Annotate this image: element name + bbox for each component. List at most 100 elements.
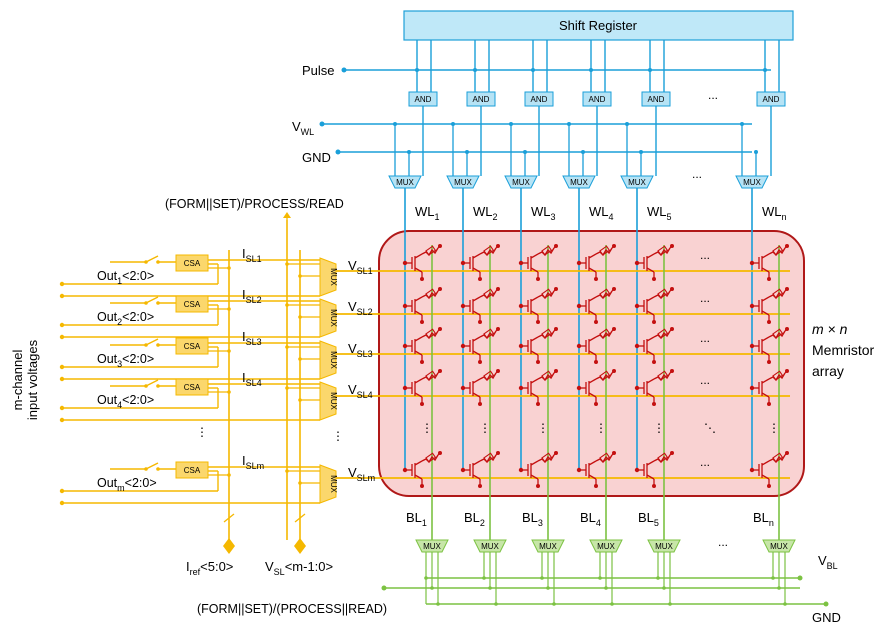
sl-mux-label-1: MUX: [329, 309, 338, 327]
input-voltages-label: input voltages: [25, 339, 40, 420]
wl-label-3: WL4: [589, 204, 614, 222]
csa-block-3: [175, 378, 209, 396]
bitline-contact-dot: [612, 287, 616, 291]
cell-source-dot: [594, 320, 598, 324]
and-gate-label-4: AND: [648, 95, 665, 104]
memristor-body: [541, 452, 553, 463]
bl-label-1: BL2: [464, 510, 485, 528]
csa-switch-2: [145, 338, 159, 346]
memristor-body: [772, 245, 784, 256]
cell-gate-dot: [402, 303, 408, 309]
transistor-source: [646, 267, 655, 273]
shift-register-block: [403, 10, 794, 41]
memristor-array-region: [378, 230, 805, 497]
cell-source-dot: [594, 402, 598, 406]
cell-gate-dot: [460, 260, 466, 266]
pulse-junction-2: [531, 68, 535, 72]
cell-source-dot: [767, 484, 771, 488]
junction-dot: [227, 266, 231, 270]
memristor-element: [653, 330, 671, 340]
junction-dot: [494, 602, 498, 606]
memristor-body: [599, 245, 611, 256]
cell-source-dot: [767, 320, 771, 324]
memristor-cell: [749, 287, 789, 324]
memristor-cell: [460, 287, 500, 324]
junction-dot: [540, 576, 544, 580]
memristor-cell: [518, 369, 558, 406]
memristor-body: [772, 452, 784, 463]
out-label-2: Out3<2:0>: [97, 352, 154, 369]
transistor-drain: [472, 253, 481, 259]
bitline-contact-dot: [785, 327, 789, 331]
csa-label-3: CSA: [184, 383, 201, 392]
vsl-label-4: VSLm: [348, 465, 375, 483]
memristor-cell: [634, 451, 674, 488]
cell-gate-dot: [460, 385, 466, 391]
transistor-drain: [761, 336, 770, 342]
memristor-cell: [518, 451, 558, 488]
bl-mux-label-2: MUX: [539, 542, 557, 551]
memristor-body: [772, 288, 784, 299]
bl-mux-1: [473, 539, 507, 553]
memristor-cell: [402, 451, 442, 488]
pulse-junction-4: [648, 68, 652, 72]
cell-source-dot: [594, 360, 598, 364]
cell-source-dot: [536, 360, 540, 364]
input-terminal-2: [59, 376, 65, 382]
junction-dot: [604, 586, 608, 590]
wl-label-2: WL3: [531, 204, 556, 222]
cell-source-dot: [478, 402, 482, 406]
wl-mux-label-4: MUX: [628, 178, 646, 187]
wl-mux-label-0: MUX: [396, 178, 414, 187]
bitline-contact-dot: [438, 451, 442, 455]
memristor-body: [657, 328, 669, 339]
sl-mux-label-2: MUX: [329, 351, 338, 369]
bitline-contact-dot: [496, 327, 500, 331]
cell-vertical-ellipsis: ⋮: [421, 421, 433, 435]
csa-block-0: [175, 254, 209, 272]
vsl-label-2: VSL3: [348, 341, 373, 359]
bitline-contact-dot: [612, 327, 616, 331]
vbl-label: VBL: [818, 553, 838, 571]
vwl-terminal: [319, 121, 325, 127]
cell-gate-dot: [460, 467, 466, 473]
memristor-body: [657, 245, 669, 256]
transistor-drain: [761, 253, 770, 259]
memristor-cell: [576, 369, 616, 406]
and-gate-label-3: AND: [589, 95, 606, 104]
memristor-cell: [460, 244, 500, 281]
transistor-source: [588, 310, 597, 316]
transistor-source: [530, 474, 539, 480]
memristor-cell: [576, 287, 616, 324]
cell-gate-dot: [402, 260, 408, 266]
array-name-label-1: Memristor: [812, 342, 875, 358]
bl-label-4: BL5: [638, 510, 659, 528]
bitline-contact-dot: [438, 287, 442, 291]
transistor-source: [472, 310, 481, 316]
shift-register-label: Shift Register: [559, 18, 638, 33]
input-terminal-4: [59, 500, 65, 506]
memristor-element: [768, 454, 786, 464]
transistor-drain: [646, 378, 655, 384]
cell-gate-dot: [576, 303, 582, 309]
memristor-cell: [402, 244, 442, 281]
cell-gate-dot: [749, 303, 755, 309]
cell-source-dot: [767, 277, 771, 281]
transistor-drain: [646, 460, 655, 466]
cell-gate-dot: [634, 343, 640, 349]
memristor-cell: [460, 369, 500, 406]
wl-mux-ellipsis: ...: [692, 167, 702, 181]
bl-mode-terminal: [381, 585, 387, 591]
junction-dot: [656, 576, 660, 580]
transistor-source: [761, 350, 770, 356]
transistor-source: [646, 350, 655, 356]
memristor-body: [541, 288, 553, 299]
transistor-source: [588, 267, 597, 273]
memristor-body: [425, 245, 437, 256]
bitline-contact-dot: [496, 244, 500, 248]
memristor-body: [599, 370, 611, 381]
cell-diagonal-ellipsis: ⋱: [704, 421, 716, 435]
transistor-drain: [530, 253, 539, 259]
